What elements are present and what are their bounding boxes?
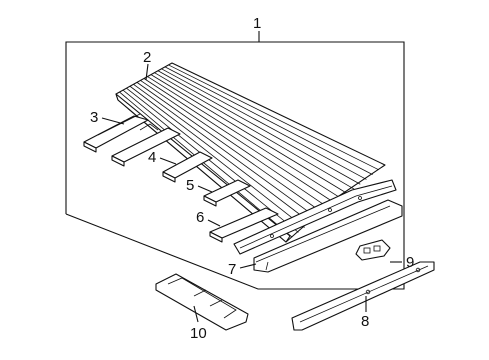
- sill-8: [291, 261, 435, 331]
- callout-8: 8: [361, 313, 369, 330]
- floor-rib: [168, 64, 379, 171]
- floor-rib: [133, 83, 318, 219]
- crossmember-4: [162, 151, 213, 183]
- floor-rib: [154, 72, 355, 190]
- floor-rib: [136, 82, 324, 214]
- crossmember-5: [203, 179, 251, 207]
- callout-9: 9: [406, 254, 414, 271]
- callout-3: 3: [90, 109, 98, 126]
- floor-rib: [150, 74, 349, 195]
- floor-rib: [129, 85, 311, 224]
- crossmember-3: [83, 113, 149, 153]
- callout-6: 6: [196, 209, 204, 226]
- floor-panel: [115, 62, 386, 243]
- floor-rib: [161, 68, 367, 180]
- assembly-boundary: [65, 31, 405, 290]
- floor-rib: [140, 80, 330, 209]
- floor-rib: [157, 70, 361, 185]
- floor-rib: [143, 78, 336, 204]
- leader-lines: [101, 63, 402, 323]
- side-rail-upper: [233, 179, 397, 255]
- bracket-10: [155, 273, 249, 331]
- callout-10: 10: [190, 325, 207, 342]
- floor-rib: [164, 66, 373, 175]
- crossmember-3b: [111, 123, 181, 167]
- callout-4: 4: [148, 149, 156, 166]
- floor-rib: [126, 87, 305, 228]
- callout-1: 1: [253, 15, 261, 32]
- floor-rib: [147, 76, 342, 200]
- callout-2: 2: [143, 49, 151, 66]
- bracket-9: [355, 239, 391, 261]
- crossmember-6: [209, 207, 279, 243]
- callout-5: 5: [186, 177, 194, 194]
- side-rail-7: [253, 199, 403, 273]
- callout-7: 7: [228, 261, 236, 278]
- floor-rib: [122, 89, 299, 233]
- floor-panel-ribs: [119, 64, 379, 238]
